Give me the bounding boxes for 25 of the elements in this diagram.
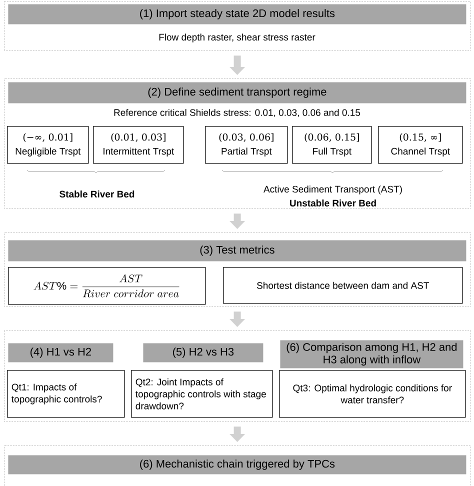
interval-box: (0.06, 0.15] Full Trspt [292, 126, 372, 164]
interval-box: (0.15, ∞] Channel Trspt [378, 126, 463, 164]
metric-box: Shortest distance between dam and AST [223, 267, 463, 304]
question-box: Qt2: Joint Impacts of topographic controls with stage drawdown? [131, 370, 273, 418]
heading-band: (6) Comparison among H1, H2 and H3 along with inflow [280, 340, 464, 368]
heading-band: (3) Test metrics [8, 240, 466, 262]
formula-box: $AST\% = \frac{AST}{River\ corridor\ area}$ [8, 267, 206, 305]
interval-box: (−∞, 0.01] Negligible Trspt [7, 126, 89, 164]
question-box: Qt3: Optimal hydrologic conditions for water transfer? [279, 370, 466, 418]
question-box: Qt1: Impacts of topographic controls? [7, 370, 125, 418]
panel-text: Unstable River Bed [290, 200, 376, 206]
panel-text: Active Sediment Transport (AST) [264, 186, 402, 194]
heading-band: (6) Mechanistic chain triggered by TPCs [8, 455, 466, 474]
panel-text: Stable River Bed [60, 190, 134, 198]
heading-band: (2) Define sediment transport regime [8, 82, 466, 104]
dashed-panel [4, 232, 471, 307]
dashed-panel [4, 445, 471, 486]
heading-band: (1) Import steady state 2D model results [8, 4, 466, 24]
interval-box: (0.01, 0.03] Intermittent Trspt [93, 126, 184, 164]
dashed-panel [4, 330, 471, 422]
panel-text: Reference critical Shields stress: 0.01, 0.03, 0.06 and 0.15 [114, 108, 360, 118]
panel-text: Flow depth raster, shear stress raster [159, 34, 316, 42]
heading-band: (5) H2 vs H3 [143, 343, 264, 362]
interval-box: (0.03, 0.06] Partial Trspt [205, 126, 288, 164]
heading-band: (4) H1 vs H2 [8, 343, 114, 362]
